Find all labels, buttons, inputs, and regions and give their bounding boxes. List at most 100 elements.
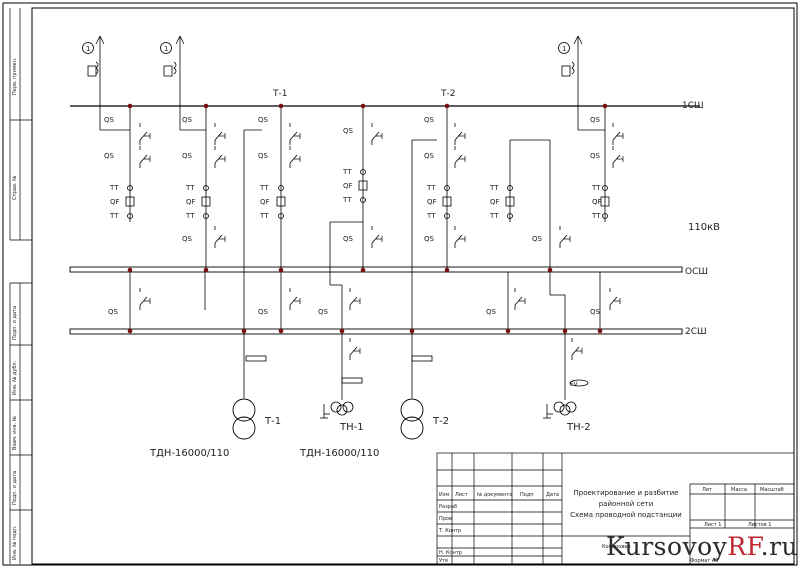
breaker-blocks	[125, 169, 610, 219]
voltage-transformer-2	[543, 401, 577, 419]
ta-label: ТТ	[426, 212, 436, 220]
qs-label: QS	[590, 308, 601, 316]
side-label-4: Инв. № дубл.	[12, 360, 18, 395]
feeder-bays	[99, 106, 606, 400]
transformer-t2	[400, 398, 424, 440]
ta-label: ТТ	[109, 212, 119, 220]
ta-label: ТТ	[489, 184, 499, 192]
side-label-1: Перв. примен.	[12, 57, 18, 95]
inner-frame	[31, 7, 795, 565]
tb-col-doc: № документа	[477, 492, 512, 498]
qs-label: QS	[318, 308, 329, 316]
busbar-bypass	[69, 266, 683, 273]
qs-label: QS	[104, 152, 115, 160]
qs-label: QS	[182, 116, 193, 124]
qs-label: QS	[258, 152, 269, 160]
side-label-7: Инв. № подл.	[12, 525, 18, 560]
tb-utv: Утв	[439, 558, 448, 564]
bus-label-bypass: ОСШ	[685, 267, 708, 277]
qs-label: QS	[424, 235, 435, 243]
watermark-suffix: .ru	[760, 532, 799, 561]
vt-label-2: ТН-2	[566, 422, 591, 433]
ta-label: ТТ	[259, 212, 269, 220]
tb-title-1: Проектирование и разбитие	[574, 489, 679, 497]
qs-label: QS	[182, 235, 193, 243]
voltage-label: 110кВ	[688, 222, 720, 233]
ta-label: ТТ	[185, 212, 195, 220]
tb-sheet: Лист 1	[704, 522, 721, 528]
qf-label: QF	[110, 198, 120, 206]
watermark-accent: RF	[727, 532, 761, 561]
qs-label: QS	[486, 308, 497, 316]
transformer-t1	[232, 398, 256, 440]
binding-strip	[9, 8, 32, 564]
bus-tag-t1: Т-1	[272, 89, 287, 99]
line-number-3: 1	[562, 45, 566, 53]
title-block	[436, 452, 795, 565]
qs-label: QS	[182, 152, 193, 160]
tb-copied: Копировал	[602, 544, 631, 550]
line-terminal-1	[82, 35, 105, 106]
tb-razrab: Разраб	[439, 504, 457, 510]
tb-nkontr: Н. Контр	[439, 550, 462, 556]
watermark-main: Kursovoy	[606, 532, 728, 561]
qs-label: QS	[343, 235, 354, 243]
line-terminal-3	[558, 35, 583, 106]
qs-label: QS	[424, 152, 435, 160]
qf-label: QF	[490, 198, 500, 206]
ta-label: ТТ	[591, 212, 601, 220]
fv-label: FV	[570, 381, 578, 388]
tb-scale: Масштаб	[760, 487, 784, 493]
qs-label: QS	[532, 235, 543, 243]
vt-label-1: ТН-1	[339, 422, 364, 433]
busbar-2	[69, 328, 683, 335]
watermark-logo: KursovoyRF.ru	[606, 532, 798, 561]
ta-label: ТТ	[342, 196, 352, 204]
qs-label: QS	[343, 127, 354, 135]
line-terminal-2	[160, 35, 185, 106]
tb-title-2: районной сети	[599, 500, 654, 508]
ta-label: ТТ	[185, 184, 195, 192]
transformer-label-t2: Т-2	[432, 416, 449, 427]
qs-label: QS	[258, 116, 269, 124]
ta-label: ТТ	[489, 212, 499, 220]
bus-tag-t2: Т-2	[440, 89, 455, 99]
ta-label: ТТ	[109, 184, 119, 192]
qf-label: QF	[427, 198, 437, 206]
tb-col-izm: Изм	[439, 492, 449, 498]
side-label-3: Подп. и дата	[12, 306, 18, 340]
tb-col-date: Дата	[546, 492, 559, 498]
qs-label: QS	[590, 116, 601, 124]
line-number-1: 1	[86, 45, 90, 53]
qf-label: QF	[260, 198, 270, 206]
qf-label: QF	[592, 198, 602, 206]
qs-label: QS	[590, 152, 601, 160]
qs-label: QS	[108, 308, 119, 316]
disconnectors	[139, 122, 624, 361]
tb-mass: Масса	[731, 487, 747, 493]
junction-dots	[127, 103, 608, 334]
bus-label-main: 1СШ	[682, 101, 704, 111]
voltage-transformer-1	[320, 401, 354, 419]
tb-sheets: Листов 1	[748, 522, 771, 528]
ta-label: ТТ	[259, 184, 269, 192]
surge-arresters	[245, 355, 589, 387]
side-label-5: Взам. инв. №	[12, 415, 18, 450]
ta-label: ТТ	[426, 184, 436, 192]
qf-label: QF	[343, 182, 353, 190]
ta-label: ТТ	[342, 168, 352, 176]
bus-label-second: 2СШ	[685, 327, 707, 337]
transformer-label-t1: Т-1	[264, 416, 281, 427]
qs-label: QS	[258, 308, 269, 316]
qs-label: QS	[424, 116, 435, 124]
transformer-type-t2: ТДН-16000/110	[299, 448, 379, 459]
tb-format: Формат А3	[690, 558, 718, 564]
ta-label: ТТ	[591, 184, 601, 192]
side-label-6: Подп. и дата	[12, 471, 18, 505]
qs-label: QS	[104, 116, 115, 124]
tb-col-list: Лист	[455, 492, 468, 498]
line-number-2: 1	[164, 45, 168, 53]
transformer-type-t1: ТДН-16000/110	[149, 448, 229, 459]
